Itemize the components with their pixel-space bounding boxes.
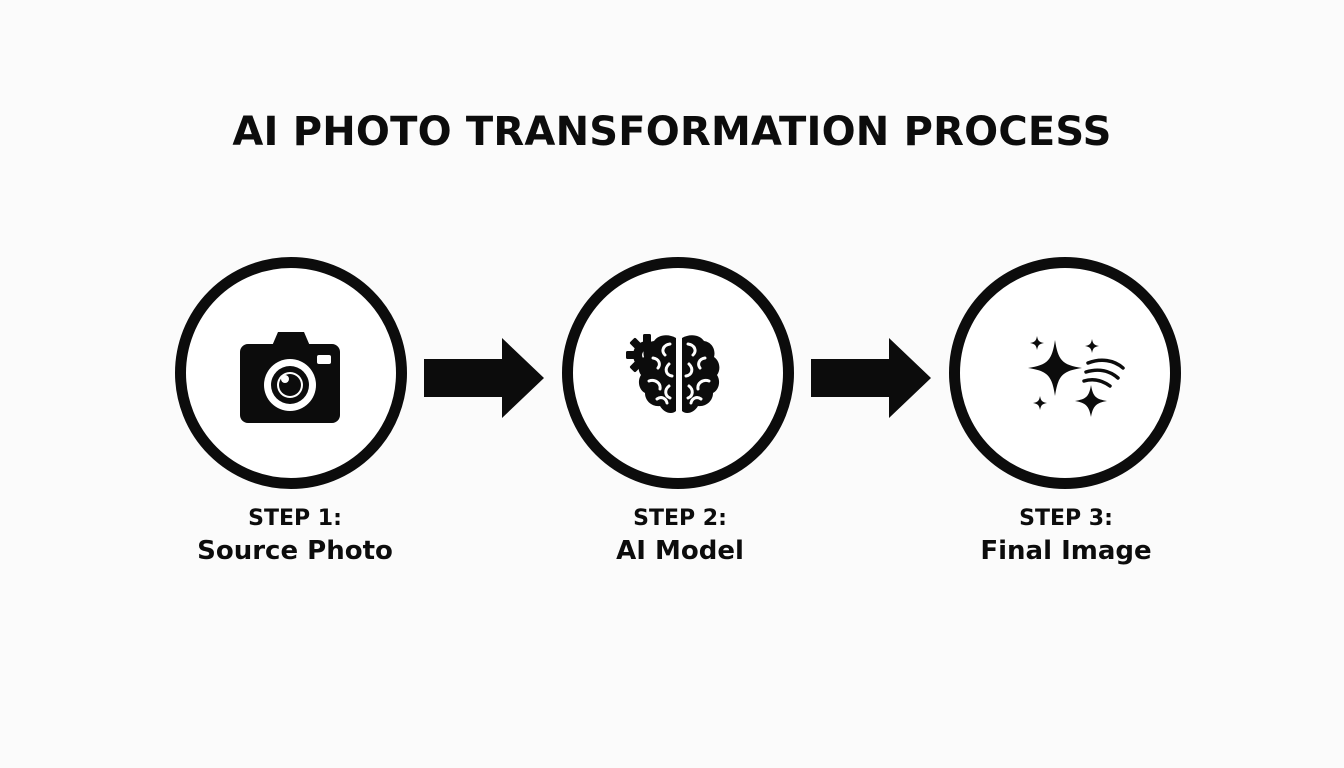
step-name: Final Image (980, 536, 1152, 566)
arrow-right-icon (424, 338, 544, 418)
step-3-label: STEP 3: Final Image (916, 504, 1216, 568)
step-3-circle (949, 257, 1181, 489)
step-number: STEP 2: (633, 506, 727, 531)
diagram-title: AI PHOTO TRANSFORMATION PROCESS (232, 109, 1112, 155)
camera-icon (240, 332, 340, 423)
arrow-right-icon (811, 338, 931, 418)
step-2-label: STEP 2: AI Model (530, 504, 830, 568)
step-name: AI Model (616, 536, 744, 566)
step-number: STEP 3: (1019, 506, 1113, 531)
brain-gear-icon (626, 334, 720, 414)
sparkles-icon (1028, 336, 1125, 417)
step-2-circle (562, 257, 794, 489)
step-1-circle (175, 257, 407, 489)
step-name: Source Photo (197, 536, 393, 566)
step-number: STEP 1: (248, 506, 342, 531)
step-1-label: STEP 1: Source Photo (145, 504, 445, 568)
